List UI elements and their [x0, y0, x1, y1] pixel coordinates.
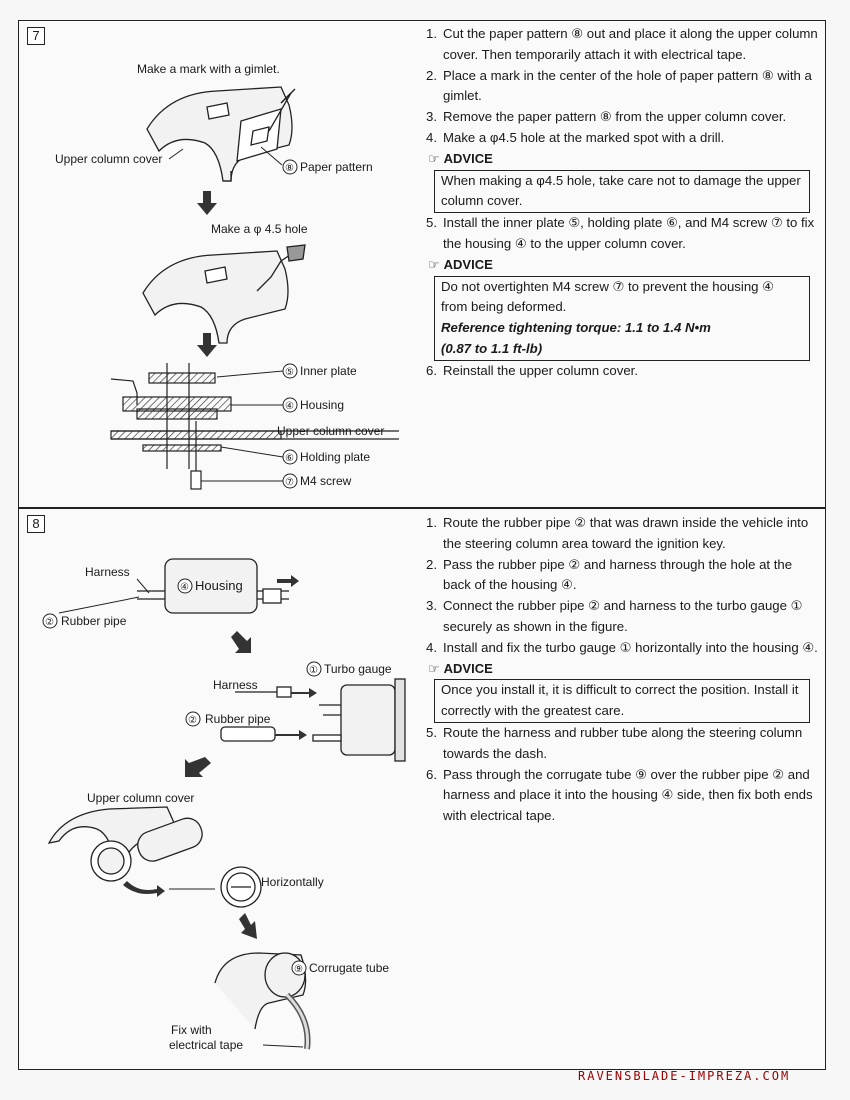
pattern-num: ⑧ — [285, 163, 294, 174]
instruction-step: 6.Reinstall the upper column cover. — [426, 362, 638, 378]
rubber-pipe-num: ② — [45, 617, 54, 628]
instruction-step: 2.Place a mark in the center of the hole… — [426, 67, 812, 104]
arrow-right-icon — [277, 575, 299, 587]
fix-label-2: electrical tape — [169, 1038, 243, 1052]
step-number: 7 — [27, 27, 45, 45]
figure-8-illustration: Harness ④ Housing ② Rubber pipe — [42, 558, 406, 1052]
step-number: 8 — [27, 515, 45, 533]
horizontally-label: Horizontally — [261, 875, 324, 889]
turbo-gauge-drawing — [220, 678, 406, 762]
holding-plate-num: ⑥ — [285, 453, 294, 464]
housing-num: ④ — [180, 582, 189, 593]
housing-drawing — [137, 558, 289, 614]
step-7-instructions: 1.Cut the paper pattern ⑧ out and place … — [426, 24, 818, 382]
m4-screw-num: ⑦ — [285, 477, 294, 488]
harness-label: Harness — [85, 565, 130, 579]
m4-screw-label: M4 screw — [300, 474, 352, 488]
instruction-step: 5.Install the inner plate ⑤, holding pla… — [426, 215, 815, 251]
instruction-step: 2.Pass the rubber pipe ② and harness thr… — [426, 556, 793, 593]
turbo-gauge-label: Turbo gauge — [324, 662, 392, 676]
step-7-section: 7 Make a mark with a gimlet. Upper colum… — [18, 20, 826, 508]
arrow-down-right-icon — [231, 631, 251, 653]
instruction-step: 1.Route the rubber pipe ② that was drawn… — [426, 515, 809, 551]
advice-box: Do not overtighten M4 screw ⑦ to prevent… — [434, 275, 810, 361]
curved-arrow-icon — [123, 881, 165, 897]
housing-label: Housing — [300, 398, 344, 412]
pointing-hand-icon: ☞ — [428, 660, 440, 676]
instruction-step: 4.Install and fix the turbo gauge ① hori… — [426, 639, 818, 655]
instruction-step: 1.Cut the paper pattern ⑧ out and place … — [426, 26, 818, 62]
rubber-pipe-label-2: Rubber pipe — [205, 712, 271, 726]
instruction-step: 6.Pass through the corrugate tube ⑨ over… — [426, 766, 813, 824]
housing-num: ④ — [285, 401, 294, 412]
site-watermark: RAVENSBLADE-IMPREZA.COM — [578, 1069, 791, 1083]
advice-box: When making a φ4.5 hole, take care not t… — [434, 169, 810, 214]
column-cover-drilled-drawing — [142, 244, 306, 344]
pointing-hand-icon: ☞ — [428, 256, 440, 272]
turbo-gauge-num: ① — [309, 665, 318, 676]
upper-cover-label-2: Upper column cover — [277, 424, 384, 438]
arrow-down-icon — [197, 191, 217, 215]
advice-box: Once you install it, it is difficult to … — [434, 679, 810, 723]
torque-spec: Reference tightening torque: 1.1 to 1.4 … — [441, 320, 711, 336]
mounting-cross-section — [110, 363, 399, 490]
advice-heading: ☞ADVICE — [428, 256, 493, 272]
instruction-step: 5.Route the harness and rubber tube alon… — [426, 724, 803, 761]
fix-label-1: Fix with — [171, 1023, 212, 1037]
upper-cover-label: Upper column cover — [55, 152, 162, 166]
paper-pattern-label: Paper pattern — [300, 160, 373, 174]
corrugate-num: ⑨ — [294, 964, 303, 975]
arrow-down-icon — [197, 333, 217, 357]
torque-spec-imperial: (0.87 to 1.1 ft-lb) — [441, 340, 543, 356]
upper-cover-label: Upper column cover — [87, 791, 194, 805]
arrow-right-icon — [275, 730, 307, 740]
step-8-instructions: 1.Route the rubber pipe ② that was drawn… — [426, 513, 818, 827]
inner-plate-num: ⑤ — [285, 367, 294, 378]
column-cover-drawing — [146, 86, 296, 182]
holding-plate-label: Holding plate — [300, 450, 370, 464]
step-8-section: 8 Harness ④ Housing ② Rubber pipe — [18, 508, 826, 1070]
mark-title: Make a mark with a gimlet. — [137, 62, 280, 76]
advice-text: Do not overtighten M4 screw ⑦ to prevent… — [441, 278, 774, 315]
hole-title: Make a φ 4.5 hole — [211, 222, 308, 236]
arrow-right-icon — [291, 688, 317, 698]
figure-7-illustration: Make a mark with a gimlet. Upper column … — [55, 62, 399, 490]
housing-label: Housing — [195, 578, 243, 593]
advice-heading: ☞ADVICE — [428, 660, 493, 676]
instruction-step: 4.Make a φ4.5 hole at the marked spot wi… — [426, 129, 725, 145]
arrow-down-left-icon — [185, 757, 211, 777]
advice-heading: ☞ADVICE — [428, 150, 493, 166]
rubber-pipe-num-2: ② — [188, 715, 197, 726]
arrow-down-icon — [239, 913, 257, 939]
instruction-step: 3.Remove the paper pattern ⑧ from the up… — [426, 109, 787, 125]
corrugate-tube-label: Corrugate tube — [309, 961, 389, 975]
rubber-pipe-label: Rubber pipe — [61, 614, 127, 628]
instruction-step: 3.Connect the rubber pipe ② and harness … — [426, 598, 803, 634]
cover-with-gauge-drawing — [47, 806, 262, 908]
pointing-hand-icon: ☞ — [428, 150, 440, 166]
harness-label-2: Harness — [213, 678, 258, 692]
inner-plate-label: Inner plate — [300, 364, 357, 378]
